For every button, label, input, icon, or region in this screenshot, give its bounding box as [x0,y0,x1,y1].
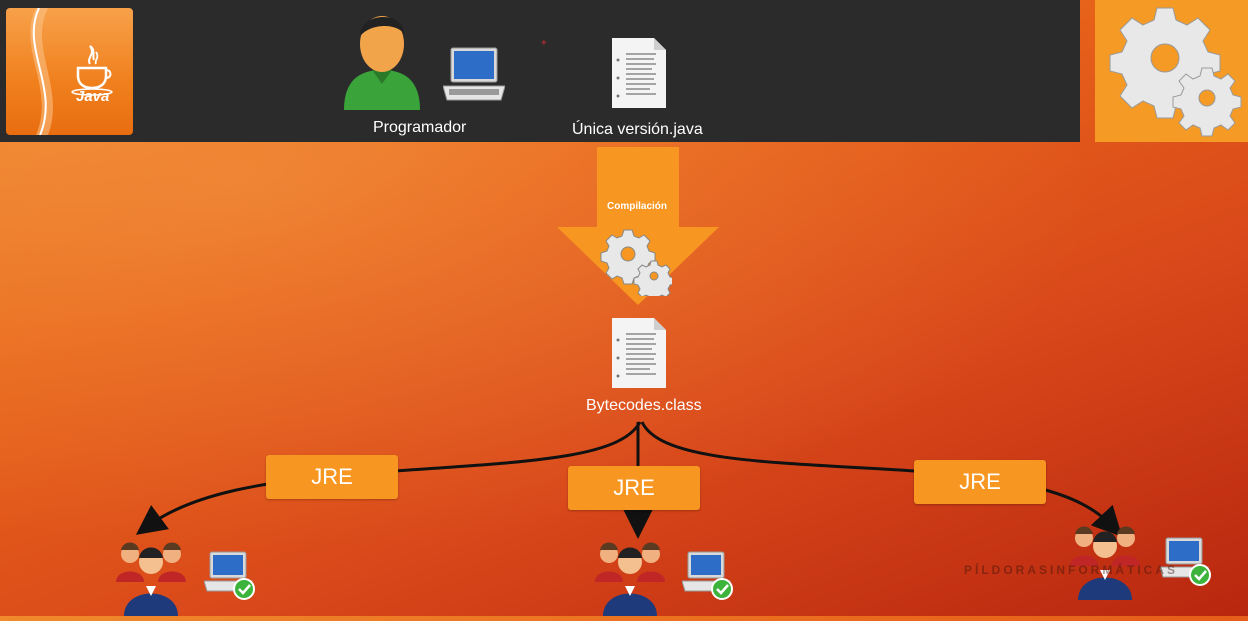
laptop-icon [203,550,256,600]
java-logo-icon: Java [6,8,133,135]
checkmark-icon [1189,564,1211,586]
user-group-icon [1066,522,1146,600]
red-marker: + [541,38,547,49]
laptop-icon [442,46,506,104]
bytecode-label: Bytecodes.class [586,397,702,414]
checkmark-icon [233,578,255,600]
jre-box-right: JRE [914,460,1046,504]
top-bar: Java Programador + [0,0,1080,142]
watermark: PÍLDORASINFORMÁTICAS [964,563,1178,577]
user-group-icon [591,538,671,616]
compilation-label: Compilación [607,201,668,212]
checkmark-icon [711,578,733,600]
programmer-label: Programador [373,119,467,136]
gear-panel [1095,0,1248,142]
source-file-label: Única versión.java [572,121,703,138]
arrow-right [640,421,1123,537]
programmer-icon [342,6,422,110]
bytecode-document-icon [612,318,666,388]
laptop-icon [681,550,734,600]
jre-box-center: JRE [568,466,700,510]
java-logo-text: Java [76,88,110,105]
compilation-arrow [557,147,719,307]
user-group-icon [112,538,192,616]
document-icon [612,38,666,108]
laptop-icon [1159,536,1212,586]
jre-box-left: JRE [266,455,398,499]
